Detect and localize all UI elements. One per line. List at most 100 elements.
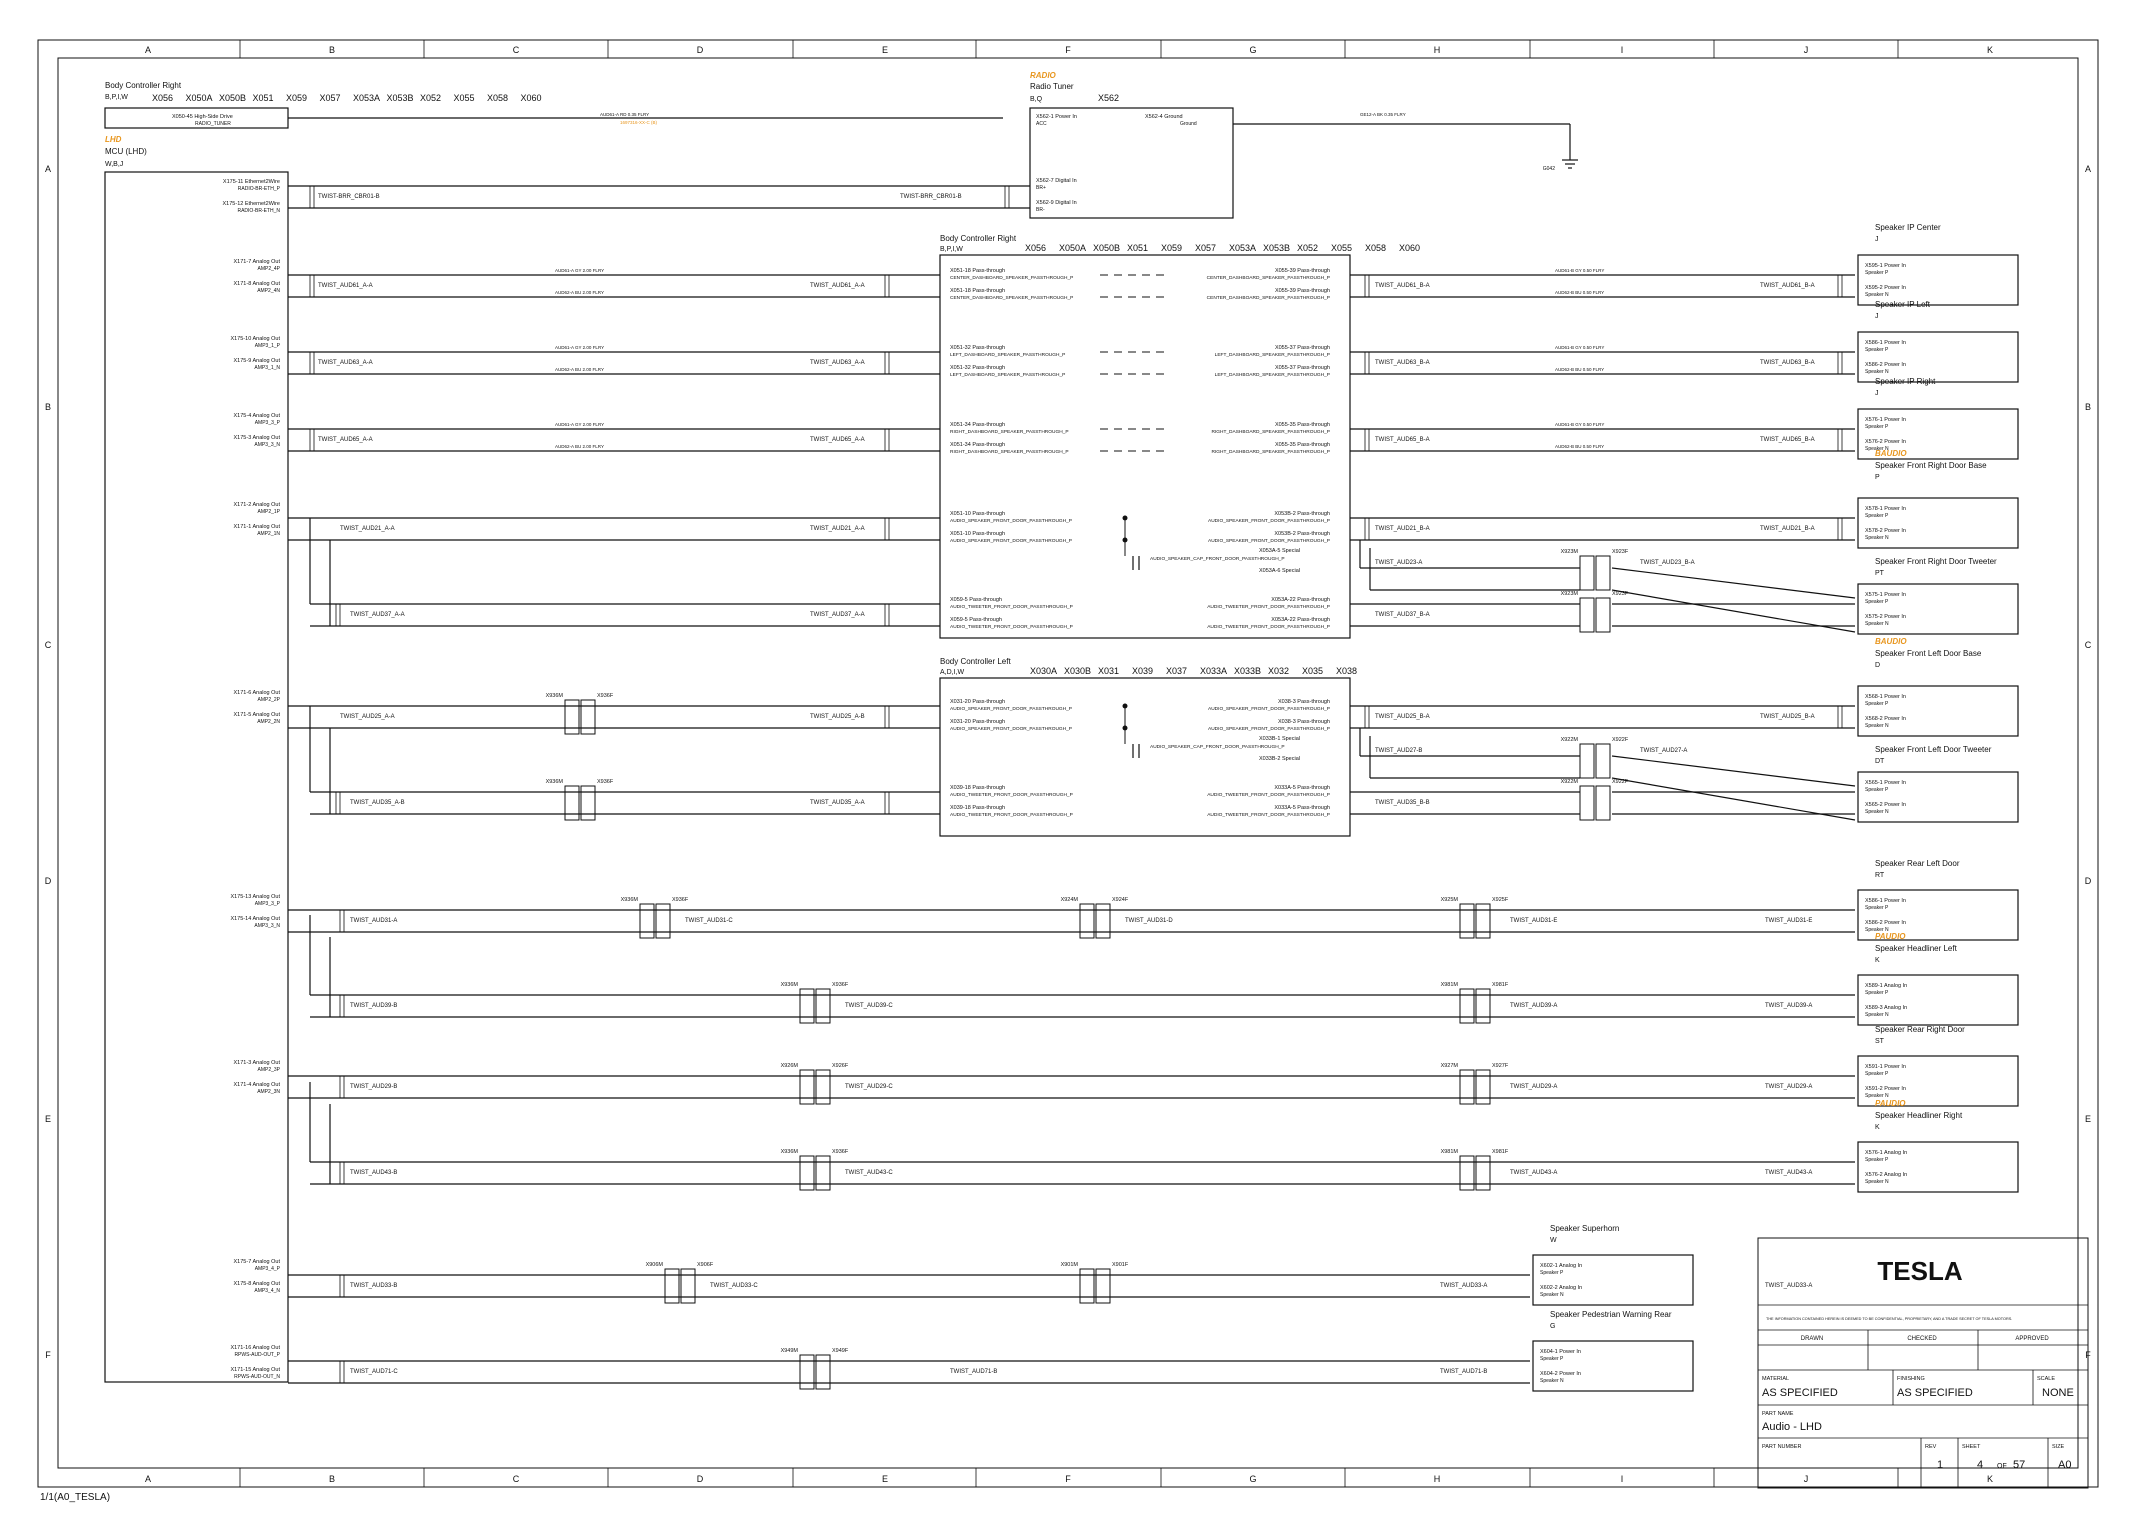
- connector-pair: [1579, 743, 1595, 779]
- wire-spec: AUD62-B BU 0.50 FLRY: [1555, 367, 1604, 372]
- twist-label: TWIST_AUD29-C: [845, 1084, 893, 1090]
- passthrough-sub: CENTER_DASHBOARD_SPEAKER_PASSTHROUGH_P: [950, 275, 1073, 281]
- tb-finishing: AS SPECIFIED: [1897, 1387, 1973, 1399]
- passthrough-sub: AUDIO_TWEETER_FRONT_DOOR_PASSTHROUGH_P: [950, 604, 1073, 610]
- speaker-pin-sub: Speaker N: [1865, 1179, 1889, 1185]
- source-pin: X171-4 Analog Out: [234, 1082, 281, 1088]
- passthrough-pin: X051-10 Pass-through: [950, 531, 1005, 537]
- source-pin: X175-13 Analog Out: [230, 894, 280, 900]
- bcr-connector-name: X055: [454, 93, 475, 103]
- wire-spec: AUD62-B BU 0.50 FLRY: [1555, 444, 1604, 449]
- twist-label: TWIST_AUD21_B-A: [1760, 526, 1815, 532]
- grid-col-label-bottom: D: [697, 1474, 704, 1484]
- twist-label: TWIST_AUD31-D: [1125, 918, 1173, 924]
- speaker-pin-sub: Speaker N: [1865, 292, 1889, 298]
- twist-label: TWIST_AUD31-E: [1510, 918, 1557, 924]
- connector-pair: [1595, 555, 1611, 591]
- option-tag: PAUDIO: [1875, 932, 1906, 941]
- connector-pair: [799, 1155, 815, 1191]
- speaker-pin: X565-1 Power In: [1865, 780, 1906, 786]
- twist-marker: [309, 428, 315, 452]
- speaker-pin-sub: Speaker N: [1540, 1292, 1564, 1298]
- twist-marker: [1837, 274, 1843, 298]
- twist-label: TWIST_AUD31-C: [685, 918, 733, 924]
- passthrough-sub: AUDIO_TWEETER_FRONT_DOOR_PASSTHROUGH_P: [950, 812, 1073, 818]
- speaker-box: [1857, 583, 2019, 635]
- controller-connector: X030B: [1064, 666, 1091, 676]
- connector-pair: [1579, 597, 1595, 633]
- passthrough-sub: AUDIO_SPEAKER_FRONT_DOOR_PASSTHROUGH_P: [950, 518, 1072, 524]
- connector-pair: [1459, 1069, 1475, 1105]
- passthrough-pin: X038-3 Pass-through: [1278, 699, 1330, 705]
- speaker-pin: X578-2 Power In: [1865, 528, 1906, 534]
- twist-label: TWIST_AUD61_A-A: [318, 283, 373, 289]
- connector-pair: [1079, 903, 1095, 939]
- passthrough-pin: X059-5 Pass-through: [950, 597, 1002, 603]
- wire-spec: AUD62-B BU 0.50 FLRY: [1555, 290, 1604, 295]
- twist-label: TWIST_AUD29-A: [1765, 1084, 1812, 1090]
- source-pin-sub: AMP3_1_N: [254, 365, 280, 371]
- speaker-code: PT: [1875, 570, 1885, 577]
- connector-pair: [1459, 903, 1475, 939]
- passthrough-pin: X051-10 Pass-through: [950, 511, 1005, 517]
- twist-marker: [884, 517, 890, 541]
- source-pin: X175-9 Analog Out: [234, 358, 281, 364]
- connector-female: X923F: [1612, 591, 1629, 597]
- speaker-pin: X604-1 Power In: [1540, 1349, 1581, 1355]
- speaker-box: [1857, 497, 2019, 549]
- source-pin-sub: AMP2_2P: [257, 697, 280, 703]
- controller-connector: X057: [1195, 243, 1216, 253]
- connector-female: X981F: [1492, 982, 1509, 988]
- speaker-pin: X595-1 Power In: [1865, 263, 1906, 269]
- twist-marker: [339, 994, 345, 1018]
- grid-row-label-left: F: [45, 1350, 51, 1360]
- controller-connector: X055: [1331, 243, 1352, 253]
- special-pin: X033B-1 Special: [1259, 736, 1300, 742]
- passthrough-sub: CENTER_DASHBOARD_SPEAKER_PASSTHROUGH_P: [950, 295, 1073, 301]
- controller-box: [939, 677, 1351, 837]
- bcr-connector-name: X053A: [353, 93, 380, 103]
- connector-female: X927F: [1492, 1063, 1509, 1069]
- passthrough-pin: X038-3 Pass-through: [1278, 719, 1330, 725]
- passthrough-sub: AUDIO_TWEETER_FRONT_DOOR_PASSTHROUGH_P: [950, 792, 1073, 798]
- grid-col-label-top: J: [1804, 45, 1809, 55]
- twist-marker: [309, 274, 315, 298]
- wire-spec: AUD62-A BU 2.00 FLRY: [555, 444, 604, 449]
- speaker-pin: X595-2 Power In: [1865, 285, 1906, 291]
- connector-pair: [1459, 1155, 1475, 1191]
- connector-female: X901F: [1112, 1262, 1129, 1268]
- passthrough-sub: RIGHT_DASHBOARD_SPEAKER_PASSTHROUGH_P: [1211, 429, 1330, 435]
- twist-label: TWIST_AUD39-B: [350, 1003, 397, 1009]
- tb-part-number-label: PART NUMBER: [1762, 1444, 1801, 1450]
- connector-pair: [799, 1354, 815, 1390]
- tb-material-label: MATERIAL: [1762, 1376, 1789, 1382]
- speaker-pin-sub: Speaker N: [1865, 723, 1889, 729]
- twist-marker: [884, 705, 890, 729]
- controller-box: [939, 254, 1351, 639]
- speaker-pin: X578-1 Power In: [1865, 506, 1906, 512]
- twist-marker: [1364, 274, 1370, 298]
- passthrough-sub: AUDIO_TWEETER_FRONT_DOOR_PASSTHROUGH_P: [1207, 624, 1330, 630]
- grid-col-label-bottom: K: [1987, 1474, 1993, 1484]
- connector-female: X922F: [1612, 779, 1629, 785]
- option-tag: BAUDIO: [1875, 637, 1907, 646]
- grid-col-label-top: B: [329, 45, 335, 55]
- bcr-connector-name: X052: [420, 93, 441, 103]
- tb-notice: THE INFORMATION CONTAINED HEREIN IS DEEM…: [1766, 1317, 2012, 1321]
- passthrough-pin: X033A-5 Pass-through: [1274, 805, 1330, 811]
- twist-label: TWIST_AUD65_B-A: [1375, 437, 1430, 443]
- twist-label: TWIST_AUD25_B-A: [1760, 714, 1815, 720]
- source-pin: X171-1 Analog Out: [234, 524, 281, 530]
- passthrough-sub: AUDIO_SPEAKER_FRONT_DOOR_PASSTHROUGH_P: [950, 706, 1072, 712]
- connector-pair: [1079, 1268, 1095, 1304]
- speaker-code: ST: [1875, 1038, 1885, 1045]
- speaker-box: [1857, 889, 2019, 941]
- source-pin-sub: AMP2_1N: [257, 531, 280, 537]
- passthrough-pin: X031-20 Pass-through: [950, 699, 1005, 705]
- passthrough-pin: X053A-22 Pass-through: [1271, 617, 1330, 623]
- radio-pin: X562-1 Power In: [1036, 114, 1077, 120]
- speaker-pin: X568-1 Power In: [1865, 694, 1906, 700]
- speaker-title: Speaker IP Center: [1875, 223, 1941, 232]
